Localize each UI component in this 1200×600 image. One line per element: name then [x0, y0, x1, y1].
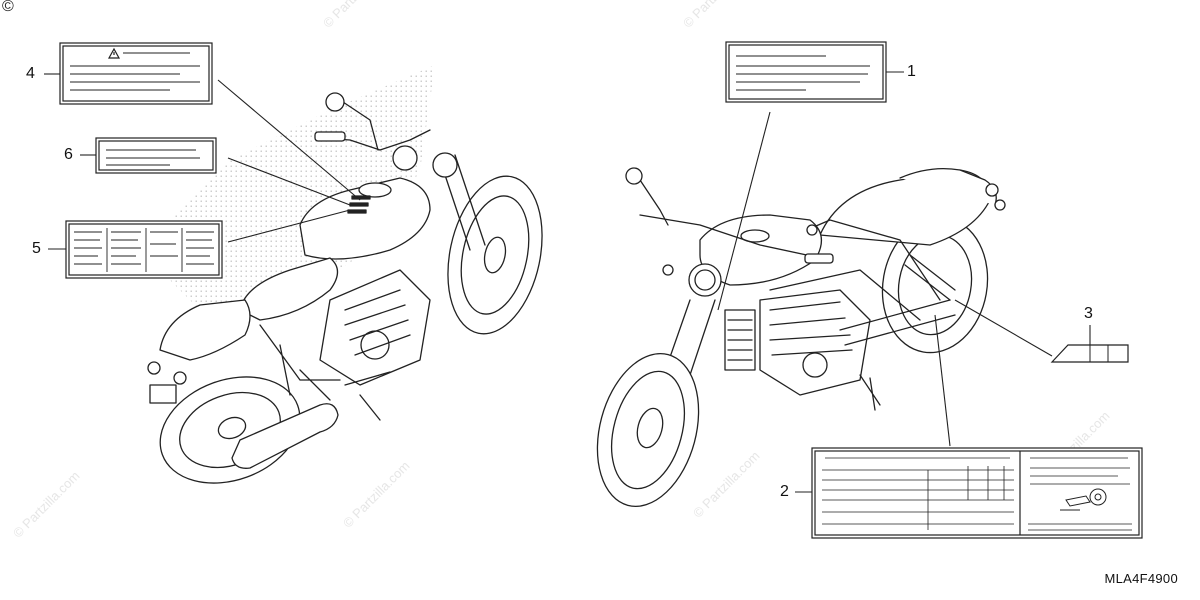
leader-lines — [44, 71, 1091, 493]
motorcycle-right-view — [596, 167, 1006, 508]
label-plate-6 — [95, 137, 217, 174]
label-plate-4 — [59, 42, 213, 105]
callout-4: 4 — [26, 65, 35, 82]
label-plate-2 — [811, 447, 1143, 539]
callout-5: 5 — [32, 240, 41, 257]
callout-6: 6 — [64, 146, 73, 163]
callout-1: 1 — [907, 63, 916, 80]
label-plate-1 — [725, 41, 887, 103]
copyright-symbol: © — [2, 0, 14, 15]
label-plate-3 — [1050, 344, 1129, 363]
callout-2: 2 — [780, 483, 789, 500]
diagram-reference-code: MLA4F4900 — [1104, 571, 1178, 586]
label-plate-5 — [65, 220, 223, 279]
motorcycle-left-view — [140, 65, 543, 484]
callout-3: 3 — [1084, 305, 1093, 322]
